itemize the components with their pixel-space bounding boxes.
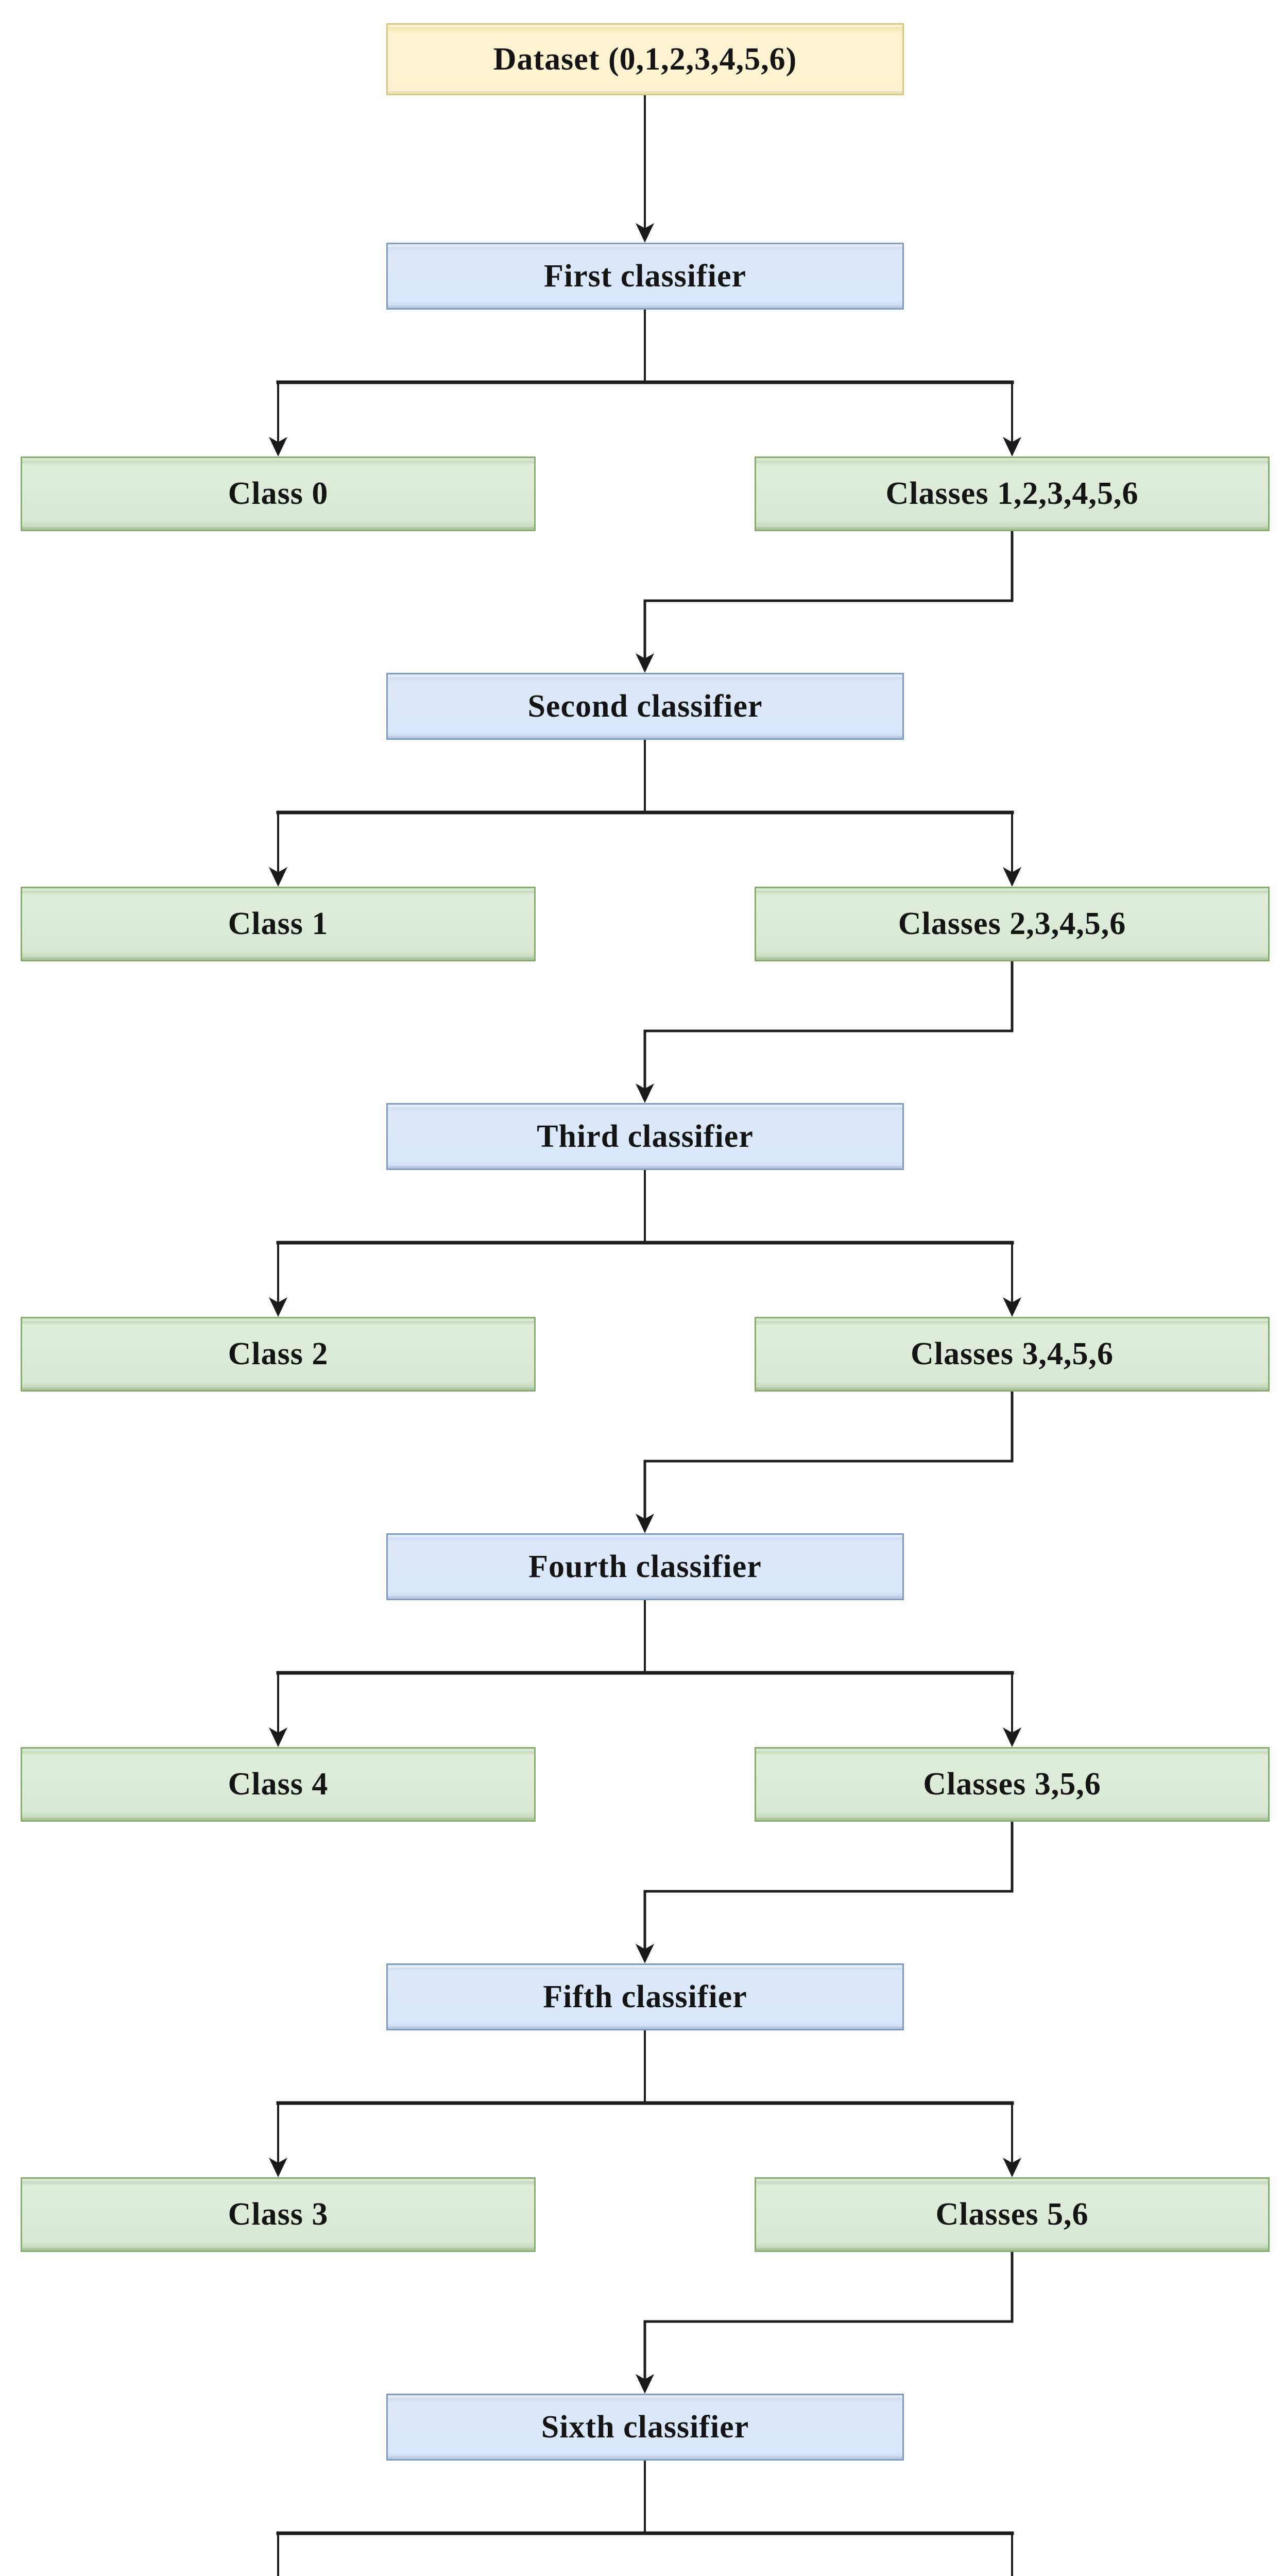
- class-leaf-node-2: Class 1: [21, 887, 536, 961]
- classifier-node-6: Sixth classifier: [386, 2394, 904, 2461]
- class-leaf-node-3: Class 2: [21, 1317, 536, 1392]
- class-leaf-node-5: Class 3: [21, 2177, 536, 2252]
- classifier-node-4: Fourth classifier: [386, 1533, 904, 1600]
- classifier-node-2: Second classifier: [386, 673, 904, 740]
- classifier-node-1: First classifier: [386, 243, 904, 310]
- edge-elbow-4: [636, 1822, 1014, 1963]
- dataset-node: Dataset (0,1,2,3,4,5,6): [386, 23, 904, 95]
- edge-elbow-5: [636, 2252, 1014, 2394]
- classifier-node-3: Third classifier: [386, 1103, 904, 1170]
- class-group-node-4: Classes 3,5,6: [755, 1747, 1270, 1822]
- class-leaf-node-4: Class 4: [21, 1747, 536, 1822]
- class-group-node-1: Classes 1,2,3,4,5,6: [755, 456, 1270, 531]
- edge-elbow-3: [636, 1392, 1014, 1533]
- edge-elbow-2: [636, 961, 1014, 1103]
- edge-elbow-1: [636, 531, 1014, 673]
- class-group-node-2: Classes 2,3,4,5,6: [755, 887, 1270, 961]
- class-leaf-node-1: Class 0: [21, 456, 536, 531]
- classifier-node-5: Fifth classifier: [386, 1963, 904, 2030]
- class-group-node-5: Classes 5,6: [755, 2177, 1270, 2252]
- class-group-node-3: Classes 3,4,5,6: [755, 1317, 1270, 1392]
